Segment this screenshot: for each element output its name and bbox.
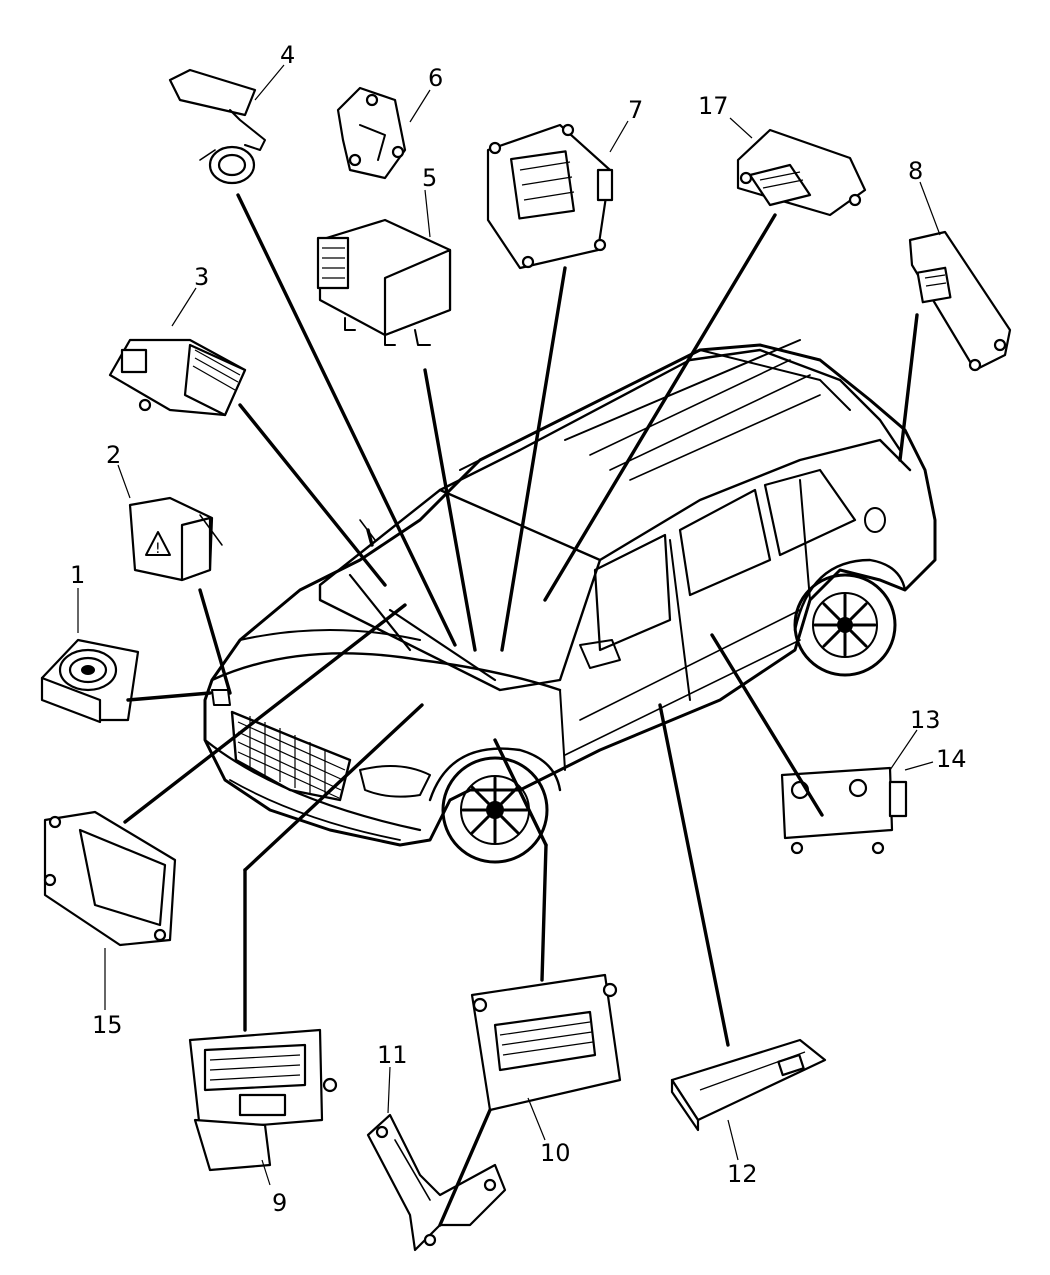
part-1-chime-module [40,638,140,724]
part-12-module [670,1038,827,1132]
callout-12: 12 [727,1160,758,1188]
part-3-blower-resistor [108,338,247,417]
callout-6: 6 [428,64,443,92]
callout-2: 2 [106,441,121,469]
callout-3: 3 [194,263,209,291]
callout-15: 15 [92,1011,123,1039]
callout-1: 1 [70,561,85,589]
callout-ticks [77,64,941,1186]
callout-14: 14 [936,745,967,773]
part-2-hazard-switch: ! [128,496,223,582]
part-11-bracket [366,1113,507,1252]
part-10-engine-control-module [470,973,622,1112]
part-13-14-module [780,766,908,855]
callout-7: 7 [628,96,643,124]
callout-9: 9 [272,1189,287,1217]
part-6-module-bracket [336,86,407,180]
part-9-powertrain-module [188,1028,338,1172]
callout-11: 11 [377,1041,408,1069]
callout-5: 5 [422,164,437,192]
part-4-sentry-key-ring [168,68,266,185]
leader-lines [123,193,919,1227]
callout-10: 10 [540,1139,571,1167]
callout-13: 13 [910,706,941,734]
svg-text:!: ! [155,541,161,557]
callout-17: 17 [698,92,729,120]
callout-labels: 1 2 3 4 5 6 7 8 9 10 11 12 13 14 15 17 [70,41,967,1217]
part-17-module [736,128,867,217]
part-8-liftgate-module [908,230,1012,372]
part-5-control-module [316,218,452,346]
callout-8: 8 [908,157,923,185]
callout-4: 4 [280,41,295,69]
part-15-module [43,810,177,947]
part-7-control-module [486,123,614,270]
